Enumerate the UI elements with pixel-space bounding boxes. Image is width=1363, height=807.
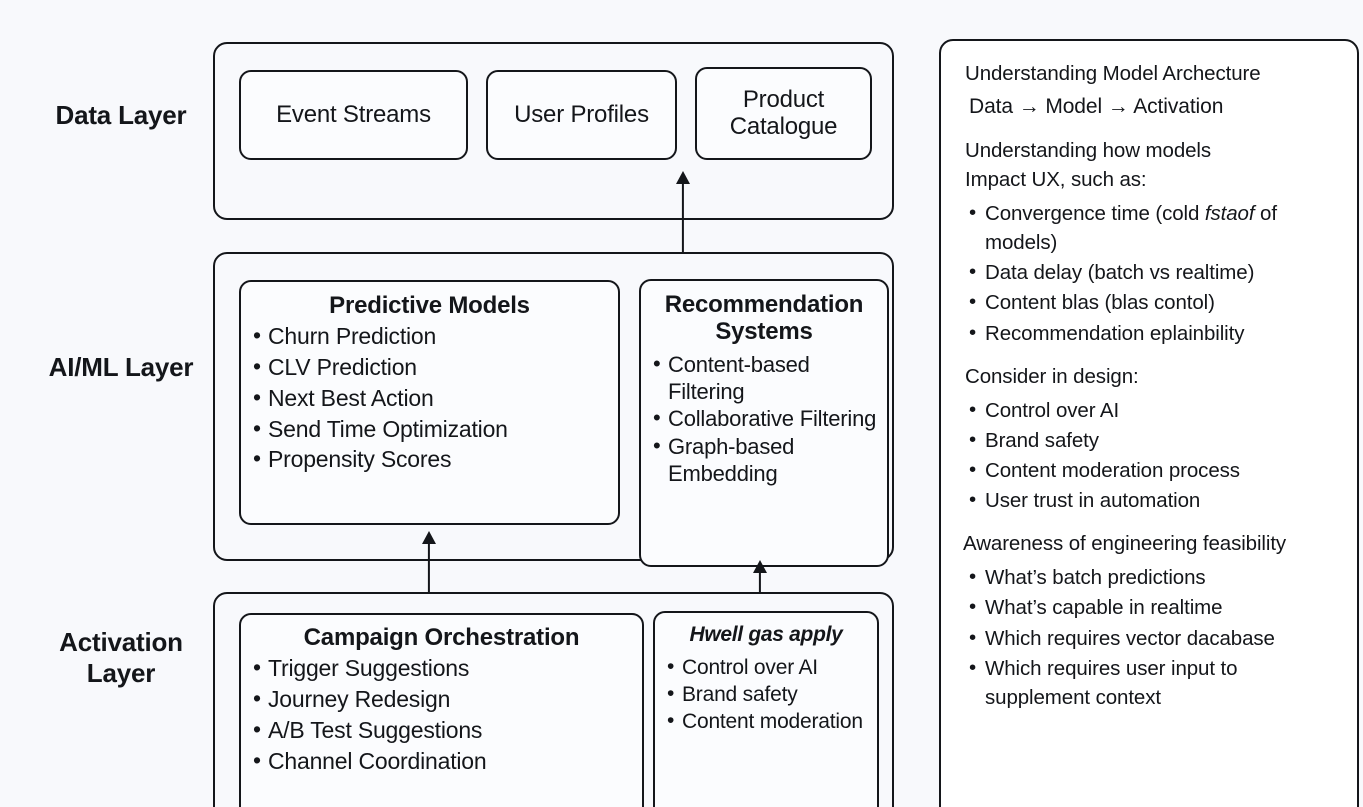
list-item: Control over AI: [965, 395, 1337, 425]
impact-item-0-italic: fstaof: [1204, 202, 1255, 226]
card-list-guardrails: Control over AI Brand safety Content mod…: [665, 654, 867, 736]
list-item: Collaborative Filtering: [651, 405, 877, 433]
arrow-head-icon: [753, 560, 767, 573]
notes-heading-impact-line2: Impact UX, such as:: [965, 168, 1147, 192]
card-title-product-catalogue: Product Catalogue: [729, 85, 838, 140]
list-item: User trust in automation: [965, 485, 1337, 515]
list-item: Churn Prediction: [251, 321, 608, 352]
activation-to-recommendation-arrow: [751, 560, 769, 594]
notes-list-impact: Convergence time (cold fstaof of models)…: [965, 198, 1337, 348]
list-item: Channel Coordination: [251, 746, 632, 777]
list-item: What’s batch predictions: [965, 562, 1337, 592]
list-item: Trigger Suggestions: [251, 653, 632, 684]
notes-list-feasibility: What’s batch predictions What’s capable …: [965, 562, 1337, 712]
card-title-guardrails: Hwell gas apply: [689, 623, 843, 646]
notes-heading-impact-line1: Understanding how models: [965, 138, 1212, 162]
list-item: Brand safety: [965, 425, 1337, 455]
list-item: A/B Test Suggestions: [251, 715, 632, 746]
list-item: Content blas (blas contol): [965, 287, 1337, 317]
list-item: Control over AI: [665, 654, 867, 681]
card-event-streams[interactable]: Event Streams: [239, 70, 468, 160]
card-title-event-streams: Event Streams: [276, 100, 431, 128]
card-list-predictive-models: Churn Prediction CLV Prediction Next Bes…: [251, 321, 608, 476]
arrow-head-icon: [676, 171, 690, 184]
card-title-predictive-models: Predictive Models: [329, 292, 530, 319]
card-list-recommendation-systems: Content-based Filtering Collaborative Fi…: [651, 351, 877, 489]
card-user-profiles[interactable]: User Profiles: [486, 70, 677, 160]
list-item: Send Time Optimization: [251, 414, 608, 445]
arrow-shaft: [427, 541, 431, 593]
notes-heading-feasibility: Awareness of engineering feasibility: [963, 532, 1287, 556]
layer-label-data: Data Layer: [55, 100, 187, 130]
arrow-head-icon: [422, 531, 436, 544]
card-title-campaign-orchestration: Campaign Orchestration: [303, 624, 580, 651]
layer-label-activation: Activation Layer: [59, 627, 183, 688]
card-title-recommendation-systems: Recommendation Systems: [664, 291, 864, 345]
layer-label-aiml: AI/ML Layer: [48, 352, 194, 382]
list-item: Propensity Scores: [251, 444, 608, 475]
notes-flow-line: Data → Model → Activation: [969, 95, 1224, 119]
card-product-catalogue[interactable]: Product Catalogue: [695, 67, 872, 160]
list-item: Journey Redesign: [251, 684, 632, 715]
list-item: CLV Prediction: [251, 352, 608, 383]
notes-heading-architecture: Understanding Model Archecture: [965, 62, 1261, 85]
arrow-shaft: [681, 181, 685, 261]
arrow-shaft: [758, 570, 762, 594]
notes-list-design: Control over AI Brand safety Content mod…: [965, 395, 1337, 515]
impact-item-0-pre: Convergence time (cold: [985, 202, 1205, 226]
list-item: Content moderation process: [965, 455, 1337, 485]
list-item: What’s capable in realtime: [965, 592, 1337, 622]
list-item: Brand safety: [665, 681, 867, 708]
list-item: Which requires vector dacabase: [965, 623, 1337, 653]
notes-panel: Understanding Model Archecture Data → Mo…: [939, 39, 1359, 807]
list-item: Convergence time (cold fstaof of models): [965, 198, 1337, 257]
card-title-user-profiles: User Profiles: [514, 100, 649, 128]
card-campaign-orchestration[interactable]: Campaign Orchestration Trigger Suggestio…: [239, 613, 644, 807]
ai-to-data-arrow: [674, 171, 692, 261]
list-item: Content moderation: [665, 708, 867, 735]
card-guardrails[interactable]: Hwell gas apply Control over AI Brand sa…: [653, 611, 879, 807]
list-item: Content-based Filtering: [651, 351, 877, 406]
card-predictive-models[interactable]: Predictive Models Churn Prediction CLV P…: [239, 280, 620, 525]
list-item: Recommendation eplainbility: [965, 318, 1337, 348]
notes-heading-design: Consider in design:: [965, 364, 1139, 388]
list-item: Data delay (batch vs realtime): [965, 257, 1337, 287]
list-item: Graph-based Embedding: [651, 433, 877, 488]
card-list-campaign-orchestration: Trigger Suggestions Journey Redesign A/B…: [251, 653, 632, 778]
list-item: Which requires user input to supplement …: [965, 653, 1337, 712]
activation-to-predictive-arrow: [420, 531, 438, 593]
list-item: Next Best Action: [251, 383, 608, 414]
card-recommendation-systems[interactable]: Recommendation Systems Content-based Fil…: [639, 279, 889, 567]
impact-item-0-post: of models): [985, 202, 1277, 255]
